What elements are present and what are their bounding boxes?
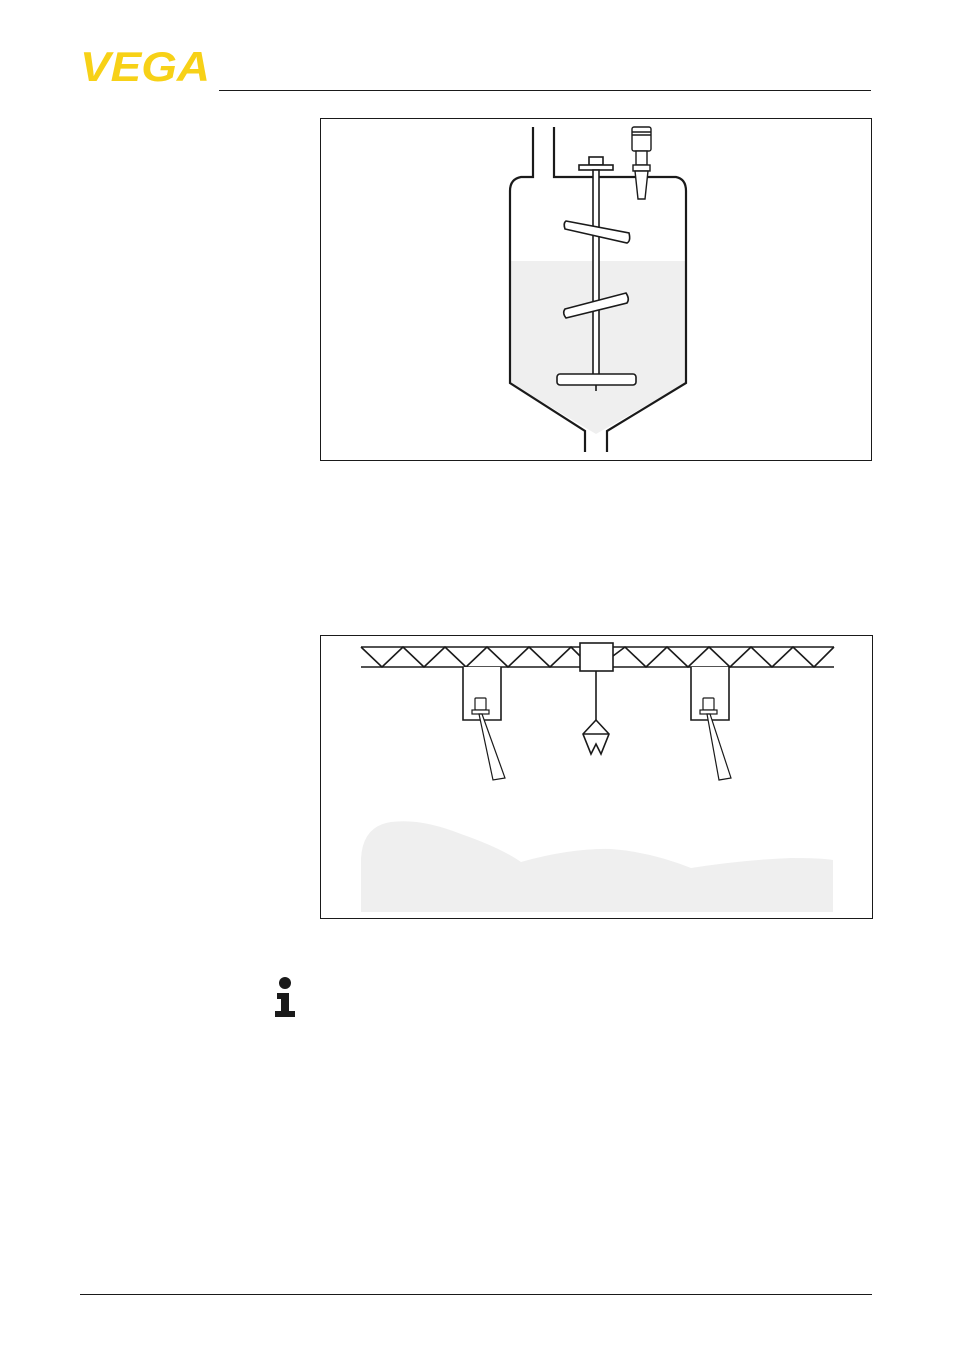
logo-wordmark: VEGA	[80, 48, 210, 84]
footer-rule	[80, 1294, 872, 1295]
radar-sensor-right	[691, 667, 731, 780]
radar-sensor-left	[463, 667, 505, 780]
drive-box	[580, 643, 613, 671]
agitator-blade-bottom	[557, 374, 636, 385]
figure-moving-bridge	[320, 635, 873, 919]
agitator	[583, 671, 609, 754]
vega-logo: VEGA	[80, 48, 212, 84]
info-icon	[273, 975, 297, 1019]
radar-sensor	[632, 127, 651, 199]
header-rule	[219, 90, 871, 91]
moving-bridge-diagram-icon	[321, 636, 872, 918]
figure-agitator-tank	[320, 118, 872, 461]
agitator-tank-diagram-icon	[321, 119, 871, 460]
medium-fill	[361, 821, 833, 912]
